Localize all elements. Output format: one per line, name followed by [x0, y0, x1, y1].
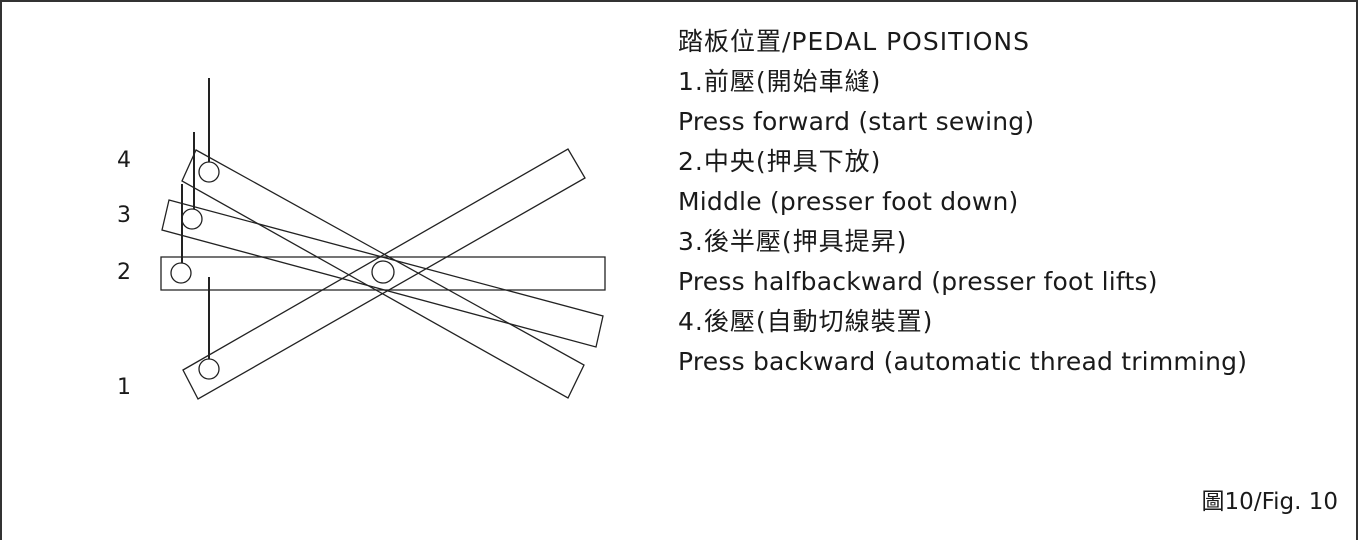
pedal-positions-text: 踏板位置/PEDAL POSITIONS 1.前壓(開始車縫) Press fo… — [678, 22, 1348, 382]
position-label-3: 3 — [117, 203, 131, 228]
pivot-circle-position-2 — [170, 262, 192, 284]
pivot-circle-position-4 — [198, 161, 220, 183]
position-label-2: 2 — [117, 260, 131, 285]
pedal-bar-position-1 — [182, 148, 586, 400]
position-label-4: 4 — [117, 148, 131, 173]
pedal-bar-position-3 — [161, 199, 604, 348]
pivot-circle-position-1 — [198, 358, 220, 380]
pedal-diagram: 4 3 2 1 — [0, 0, 660, 533]
position-label-1: 1 — [117, 375, 131, 400]
position-1-english: Press forward (start sewing) — [678, 107, 1035, 136]
position-4-english: Press backward (automatic thread trimmin… — [678, 347, 1248, 376]
position-1-chinese: 1.前壓(開始車縫) — [678, 67, 882, 96]
position-3-english: Press halfbackward (presser foot lifts) — [678, 267, 1158, 296]
pedal-positions-drawing — [160, 78, 606, 400]
pedal-bar-position-2 — [160, 256, 606, 291]
position-2-english: Middle (presser foot down) — [678, 187, 1019, 216]
position-3-chinese: 3.後半壓(押具提昇) — [678, 227, 908, 256]
position-2-chinese: 2.中央(押具下放) — [678, 147, 882, 176]
heading: 踏板位置/PEDAL POSITIONS — [678, 27, 1030, 56]
pivot-circle-center — [371, 260, 395, 284]
pivot-circle-position-3 — [181, 208, 203, 230]
position-4-chinese: 4.後壓(自動切線裝置) — [678, 307, 934, 336]
figure-label: 圖10/Fig. 10 — [1201, 489, 1338, 515]
pedal-bar-position-4 — [181, 149, 585, 399]
